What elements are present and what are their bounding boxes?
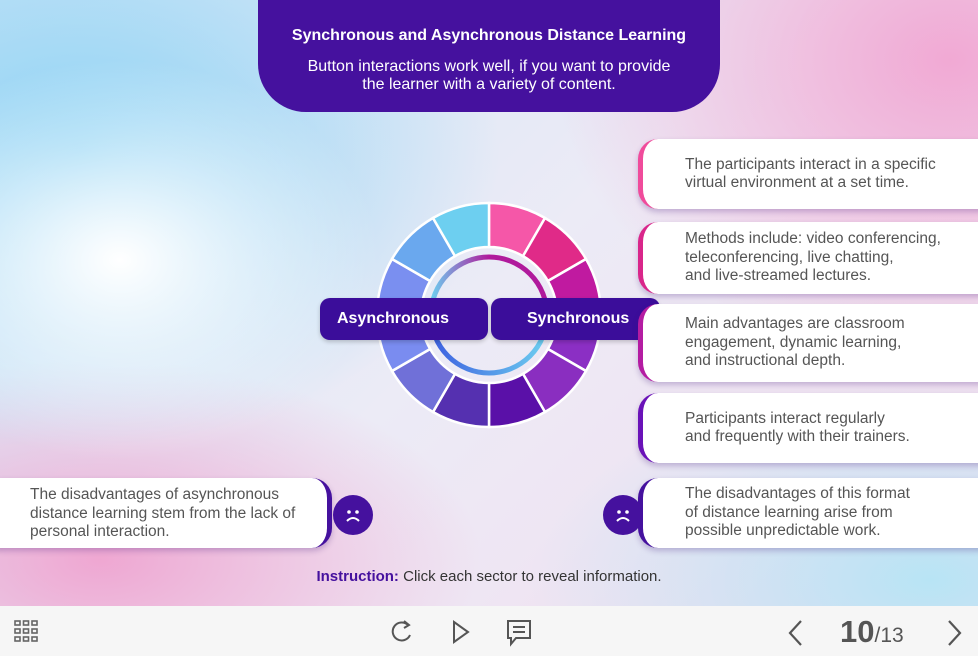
play-icon[interactable]: [451, 619, 471, 650]
next-slide-button[interactable]: [944, 619, 964, 652]
asynchronous-button[interactable]: Asynchronous: [320, 298, 488, 340]
slide-header: Synchronous and Asynchronous Distance Le…: [258, 0, 720, 112]
previous-slide-button[interactable]: [786, 619, 806, 652]
card-text-line: The disadvantages of this format: [685, 485, 910, 503]
card-text-line: virtual environment at a set time.: [685, 174, 909, 191]
replay-icon[interactable]: [390, 619, 414, 650]
card-text-line: of distance learning arise from: [685, 503, 893, 521]
inner-ring: [428, 254, 550, 316]
slide: Synchronous and Asynchronous Distance Le…: [0, 0, 978, 606]
synchronous-info-card: Methods include: video conferencing,tele…: [638, 222, 978, 294]
card-text-line: teleconferencing, live chatting,: [685, 248, 894, 266]
card-text-line: and instructional depth.: [685, 352, 846, 370]
card-text-line: Participants interact regularly: [685, 409, 885, 427]
card-text-line: and live-streamed lectures.: [685, 267, 872, 285]
player-toolbar: 10/13: [0, 606, 978, 656]
page-counter: 10/13: [840, 614, 904, 649]
sad-face-icon: [603, 495, 643, 535]
card-text-line: engagement, dynamic learning,: [685, 333, 902, 351]
card-text-line: The participants interact in a specific: [685, 155, 936, 173]
card-text-line: Main advantages are classroom: [685, 315, 905, 333]
wheel-sector[interactable]: [431, 201, 491, 258]
card-text-line: possible unpredictable work.: [685, 522, 881, 540]
slide-subtitle: Button interactions work well, if you wa…: [307, 58, 671, 93]
notes-icon[interactable]: [506, 619, 532, 652]
card-text-line: Methods include: video conferencing,: [685, 230, 941, 248]
instruction-text: Instruction: Click each sector to reveal…: [316, 568, 662, 585]
synchronous-button[interactable]: Synchronous: [491, 298, 660, 340]
card-text-line: and frequently with their trainers.: [685, 428, 910, 445]
sad-face-icon: [333, 495, 373, 535]
slide-title: Synchronous and Asynchronous Distance Le…: [291, 27, 687, 44]
inner-ring: [428, 314, 550, 376]
menu-grid-icon[interactable]: [14, 620, 38, 647]
